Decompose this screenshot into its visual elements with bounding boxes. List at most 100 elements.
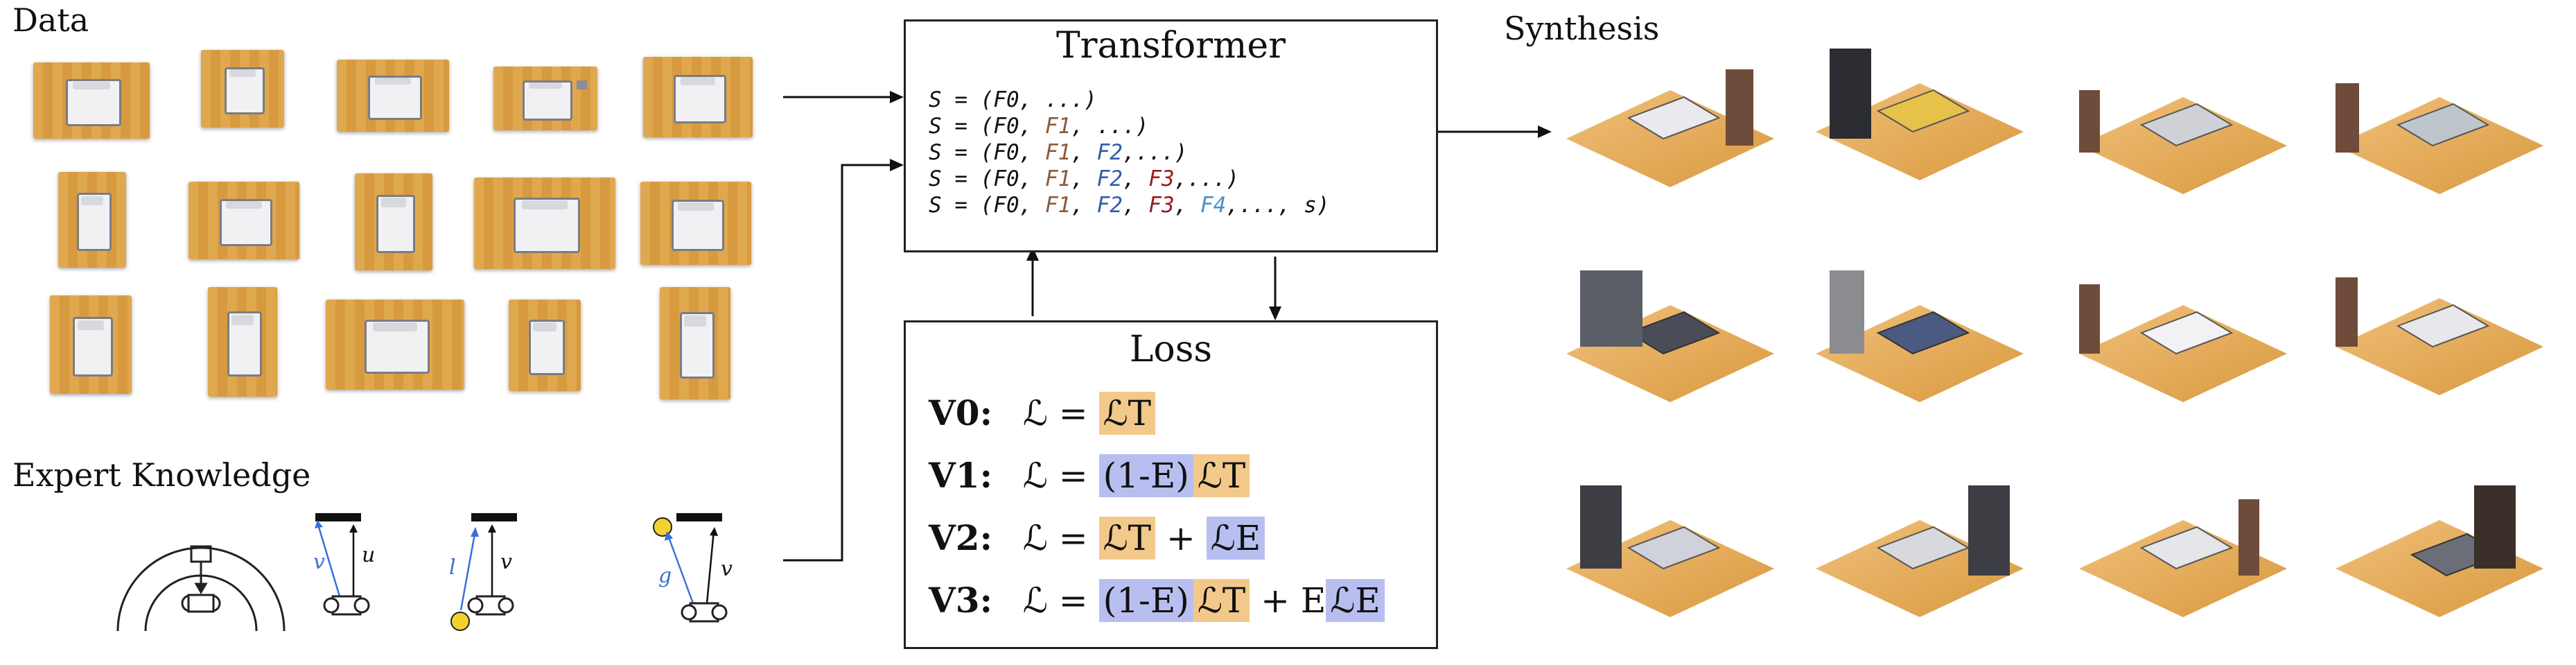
- synthesis-title: Synthesis: [1504, 10, 1660, 47]
- loss-title: Loss: [1129, 329, 1213, 370]
- seq-text: ,: [1174, 193, 1200, 218]
- seq-text: ,...): [1122, 140, 1188, 165]
- data-title: Data: [12, 1, 89, 39]
- loss-lhs: ℒ =: [1022, 393, 1088, 433]
- loss-term-task: ℒT: [1098, 392, 1155, 435]
- lightbulb-icon: [450, 612, 470, 631]
- seq-text: ,: [1122, 166, 1149, 191]
- light-vector-diagram: l v: [449, 513, 517, 631]
- goal-vector-diagram: g v: [653, 513, 733, 623]
- loss-variant-label: V0:: [929, 392, 993, 433]
- seq-text: ,: [1122, 193, 1149, 218]
- room-thumbnail: [58, 172, 126, 268]
- expert-knowledge-title: Expert Knowledge: [12, 456, 311, 494]
- lightbulb-icon: [653, 517, 672, 537]
- seq-f3: F3: [1148, 166, 1175, 191]
- sequence-line-1: S = (F0, ...): [929, 87, 1097, 112]
- loss-variant-label: V1:: [929, 455, 993, 496]
- room-thumbnail: [201, 50, 284, 128]
- room-thumbnail: [189, 182, 299, 259]
- seq-f1: F1: [1044, 166, 1071, 191]
- loss-term-expert-weight: (1-E): [1098, 579, 1193, 622]
- seq-f2: F2: [1096, 140, 1123, 165]
- room-thumbnail: [640, 182, 751, 265]
- label-u: u: [362, 543, 375, 567]
- seq-f3: F3: [1148, 193, 1175, 218]
- concentric-arc-diagram: [116, 545, 286, 632]
- label-v: v: [313, 550, 325, 574]
- seq-text: S = (F0, ...): [929, 87, 1097, 112]
- loss-term-task: ℒT: [1193, 454, 1250, 497]
- seq-text: ,...): [1174, 166, 1239, 191]
- arrow-expert-to-transformer: [783, 164, 894, 562]
- seq-text: S = (F0,: [929, 193, 1045, 218]
- sequence-line-4: S = (F0, F1, F2, F3,...): [929, 166, 1239, 191]
- room-thumbnail: [355, 173, 432, 270]
- label-v: v: [721, 557, 733, 581]
- seq-text: S = (F0,: [929, 140, 1045, 165]
- transformer-box: [904, 19, 1438, 252]
- synthesized-room: [2336, 485, 2543, 617]
- transformer-title: Transformer: [1055, 25, 1286, 67]
- synthesized-room: [2079, 90, 2287, 194]
- room-thumbnail: [208, 287, 277, 397]
- loss-variant-label: V3:: [929, 580, 993, 621]
- loss-term-expert: ℒE: [1206, 517, 1265, 560]
- seq-text: ,..., s): [1226, 193, 1330, 218]
- sequence-line-2: S = (F0, F1, ...): [929, 114, 1148, 139]
- expert-knowledge-diagrams: v u l v g v: [116, 513, 733, 632]
- room-thumbnail: [474, 178, 615, 269]
- seq-f1: F1: [1044, 140, 1071, 165]
- loss-lhs: ℒ =: [1022, 580, 1088, 621]
- seq-text: ,: [1071, 140, 1097, 165]
- loss-plus: +: [1166, 518, 1195, 558]
- loss-term-expert-weight: (1-E): [1098, 454, 1193, 497]
- room-thumbnail: [326, 300, 464, 390]
- loss-row-v1: V1: ℒ = (1-E)ℒT: [929, 454, 1250, 497]
- label-v: v: [500, 550, 512, 574]
- room-thumbnail: [660, 287, 730, 399]
- loss-lhs: ℒ =: [1022, 456, 1088, 496]
- loss-term-task: ℒT: [1193, 579, 1250, 622]
- seq-text: , ...): [1071, 114, 1149, 139]
- room-thumbnail: [643, 57, 753, 137]
- orientation-vector-diagram: v u: [313, 513, 375, 616]
- loss-plus: + E: [1261, 580, 1326, 621]
- seq-f2: F2: [1096, 166, 1123, 191]
- room-thumbnail: [33, 62, 150, 139]
- synthesized-room: [1566, 485, 1774, 617]
- loss-term-task: ℒT: [1098, 517, 1155, 560]
- synthesized-room: [2336, 83, 2543, 194]
- loss-lhs: ℒ =: [1022, 518, 1088, 558]
- synthesized-room: [2336, 277, 2543, 395]
- sequence-line-5: S = (F0, F1, F2, F3, F4,..., s): [929, 193, 1330, 218]
- room-thumbnail: [337, 60, 449, 132]
- loss-term-expert: ℒE: [1326, 579, 1385, 622]
- loss-variant-label: V2:: [929, 517, 993, 558]
- seq-text: S = (F0,: [929, 166, 1045, 191]
- synthesized-room: [1566, 270, 1774, 402]
- room-thumbnail: [509, 300, 581, 391]
- synthesized-room: [1816, 49, 2024, 180]
- synthesized-room: [2079, 499, 2287, 617]
- seq-text: ,: [1071, 166, 1097, 191]
- seq-f2: F2: [1096, 193, 1123, 218]
- label-l: l: [449, 555, 456, 580]
- loss-row-v2: V2: ℒ = ℒT + ℒE: [929, 517, 1265, 560]
- synthesized-room: [1816, 270, 2024, 402]
- loss-row-v0: V0: ℒ = ℒT: [929, 392, 1155, 435]
- label-g: g: [658, 564, 672, 588]
- seq-f1: F1: [1044, 193, 1071, 218]
- seq-f4: F4: [1200, 193, 1227, 218]
- synthesized-room: [1566, 69, 1774, 187]
- synthesis-renders: [1566, 49, 2543, 617]
- sequence-line-3: S = (F0, F1, F2,...): [929, 140, 1187, 165]
- seq-text: S = (F0,: [929, 114, 1045, 139]
- synthesized-room: [1816, 485, 2024, 617]
- seq-text: ,: [1071, 193, 1097, 218]
- synthesized-room: [2079, 284, 2287, 402]
- room-thumbnail: [50, 295, 132, 394]
- room-thumbnail: [493, 67, 597, 130]
- seq-f1: F1: [1044, 114, 1071, 139]
